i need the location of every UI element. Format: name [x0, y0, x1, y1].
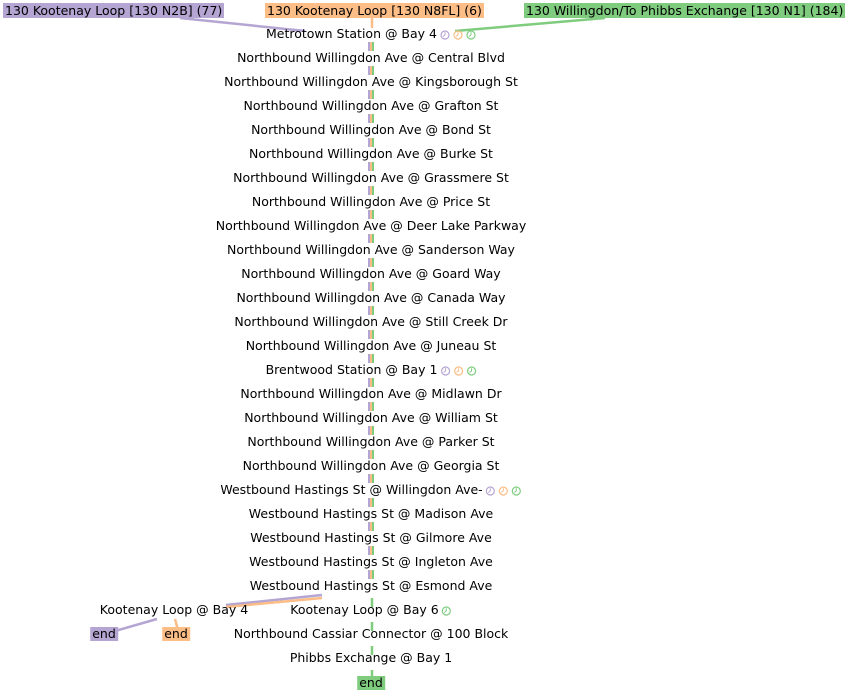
- end-marker-orange: end: [162, 626, 190, 641]
- stop-label: Westbound Hastings St @ Ingleton Ave: [249, 554, 493, 570]
- stop-name: Metrotown Station @ Bay 4: [265, 26, 438, 41]
- stop-name: Northbound Willingdon Ave @ Georgia St: [242, 458, 500, 473]
- stop-phibbs-exchange: Phibbs Exchange @ Bay 1: [290, 650, 452, 666]
- stop-name: Phibbs Exchange @ Bay 1: [289, 650, 453, 665]
- stop-label: Northbound Willingdon Ave @ Deer Lake Pa…: [216, 218, 526, 234]
- stop-name: Northbound Willingdon Ave @ William St: [244, 410, 498, 425]
- stop-label: Northbound Willingdon Ave @ Goard Way: [241, 266, 500, 282]
- clock-icon: [442, 605, 452, 616]
- route-header-orange: 130 Kootenay Loop [130 N8FL] (6): [265, 3, 484, 18]
- stop-name: Northbound Willingdon Ave @ Central Blvd: [237, 50, 505, 65]
- stop-label: Metrotown Station @ Bay 4: [266, 26, 476, 42]
- stop-label: Westbound Hastings St @ Esmond Ave: [250, 578, 493, 594]
- clock-icon: [486, 485, 496, 496]
- stop-label: Westbound Hastings St @ Willingdon Ave-: [220, 482, 522, 498]
- stop-label: Westbound Hastings St @ Madison Ave: [249, 506, 493, 522]
- clock-icon: [453, 365, 464, 376]
- stop-label: Northbound Willingdon Ave @ Parker St: [247, 434, 494, 450]
- green-header-connector: [454, 16, 606, 33]
- stop-label: Northbound Willingdon Ave @ Central Blvd: [237, 50, 505, 66]
- stop-name: Northbound Willingdon Ave @ Still Creek …: [234, 314, 508, 329]
- shared-trunk: [368, 40, 374, 581]
- stop-name: Westbound Hastings St @ Willingdon Ave-: [220, 482, 483, 497]
- stop-label: Northbound Willingdon Ave @ Grassmere St: [233, 170, 509, 186]
- purple-header-connector: [179, 16, 306, 33]
- clock-icon: [440, 365, 451, 376]
- stop-name: Kootenay Loop @ Bay 4: [99, 602, 249, 617]
- stop-kootenay-loop-bay-4: Kootenay Loop @ Bay 4: [100, 602, 248, 618]
- stop-name: Northbound Willingdon Ave @ Juneau St: [245, 338, 497, 353]
- clock-icon: [466, 29, 476, 40]
- route-header-green: 130 Willingdon/To Phibbs Exchange [130 N…: [524, 3, 845, 18]
- stop-label: Northbound Willingdon Ave @ Sanderson Wa…: [227, 242, 515, 258]
- purple-to-end: [114, 617, 158, 633]
- clock-icon: [453, 29, 463, 40]
- stop-label: Northbound Willingdon Ave @ Georgia St: [243, 458, 500, 474]
- stop-name: Kootenay Loop @ Bay 6: [290, 602, 439, 617]
- clock-icon: [499, 485, 509, 496]
- stop-name: Northbound Willingdon Ave @ Burke St: [249, 146, 493, 161]
- stop-label: Northbound Willingdon Ave @ William St: [244, 410, 498, 426]
- stop-name: Northbound Willingdon Ave @ Kingsborough…: [224, 74, 518, 89]
- stop-name: Northbound Willingdon Ave @ Sanderson Wa…: [227, 242, 515, 257]
- stop-name: Northbound Willingdon Ave @ Goard Way: [241, 266, 501, 281]
- stop-name: Northbound Willingdon Ave @ Parker St: [247, 434, 495, 449]
- stop-name: Northbound Willingdon Ave @ Midlawn Dr: [240, 386, 502, 401]
- stop-kootenay-loop-bay-6: Kootenay Loop @ Bay 6: [290, 602, 452, 618]
- stop-label: Brentwood Station @ Bay 1: [266, 362, 477, 378]
- clock-icon: [466, 365, 477, 376]
- stop-label: Northbound Willingdon Ave @ Juneau St: [246, 338, 497, 354]
- stop-label: Northbound Willingdon Ave @ Price St: [252, 194, 490, 210]
- stop-name: Westbound Hastings St @ Madison Ave: [248, 506, 494, 521]
- stop-name: Northbound Willingdon Ave @ Price St: [251, 194, 491, 209]
- stop-name: Westbound Hastings St @ Gilmore Ave: [250, 530, 492, 545]
- stop-label: Northbound Willingdon Ave @ Bond St: [251, 122, 491, 138]
- stop-name: Brentwood Station @ Bay 1: [265, 362, 438, 377]
- end-marker-purple: end: [90, 626, 118, 641]
- stop-name: Northbound Willingdon Ave @ Canada Way: [236, 290, 506, 305]
- stop-name: Northbound Willingdon Ave @ Deer Lake Pa…: [215, 218, 527, 233]
- route-header-purple: 130 Kootenay Loop [130 N2B] (77): [3, 3, 225, 18]
- route-lines: [114, 16, 606, 676]
- stop-name: Westbound Hastings St @ Esmond Ave: [249, 578, 493, 593]
- stop-label: Northbound Willingdon Ave @ Kingsborough…: [224, 74, 518, 90]
- stop-label: Northbound Willingdon Ave @ Midlawn Dr: [240, 386, 501, 402]
- stop-name: Northbound Willingdon Ave @ Grafton St: [243, 98, 499, 113]
- orange-branch-kootenay: [225, 596, 323, 609]
- stop-label: Northbound Willingdon Ave @ Canada Way: [236, 290, 505, 306]
- stop-label: Westbound Hastings St @ Gilmore Ave: [250, 530, 492, 546]
- stop-label: Northbound Willingdon Ave @ Grafton St: [244, 98, 499, 114]
- clock-icon: [440, 29, 450, 40]
- stop-name: Northbound Willingdon Ave @ Bond St: [251, 122, 491, 137]
- end-marker-green: end: [357, 675, 385, 690]
- purple-branch-kootenay: [225, 593, 323, 607]
- clock-icon: [512, 485, 522, 496]
- stop-name: Westbound Hastings St @ Ingleton Ave: [249, 554, 493, 569]
- stop-name: Northbound Willingdon Ave @ Grassmere St: [233, 170, 509, 185]
- stop-name: Northbound Cassiar Connector @ 100 Block: [233, 626, 509, 641]
- stop-label: Northbound Willingdon Ave @ Still Creek …: [234, 314, 507, 330]
- stop-label: Northbound Willingdon Ave @ Burke St: [249, 146, 493, 162]
- stop-cassiar-connector: Northbound Cassiar Connector @ 100 Block: [234, 626, 509, 642]
